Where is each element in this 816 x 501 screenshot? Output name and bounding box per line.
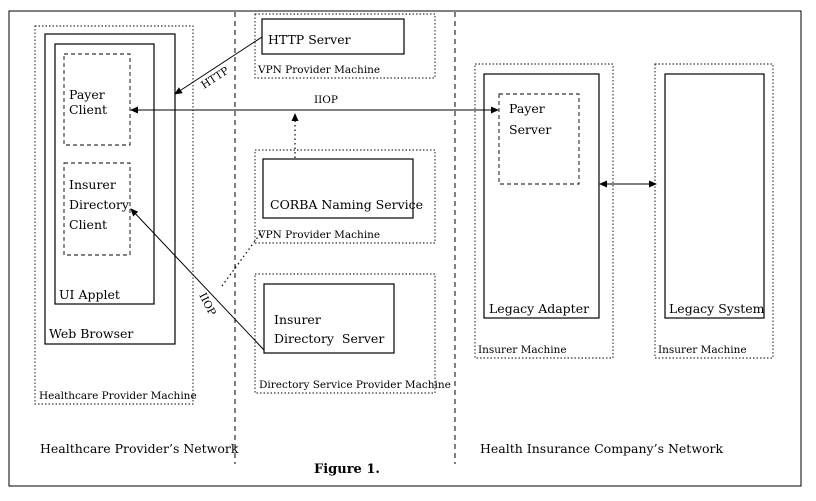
insurer-directory-client-label-1: Insurer <box>69 177 116 192</box>
insurer-directory-server-label-2: Directory Server <box>274 331 384 346</box>
vpn-provider-machine-top <box>254 13 436 79</box>
payer-server-label-2: Server <box>509 122 551 137</box>
payer-server-label-1: Payer <box>509 101 545 116</box>
payer-client-label-2: Client <box>69 102 107 117</box>
payer-client-box <box>63 53 131 146</box>
http-edge <box>174 36 263 95</box>
insurer-machine-2-label: Insurer Machine <box>658 344 747 356</box>
legacy-adapter-label: Legacy Adapter <box>489 301 589 316</box>
insurer-directory-server-box <box>263 283 395 354</box>
web-browser-box <box>44 33 176 345</box>
http-server-label: HTTP Server <box>268 32 351 47</box>
insurance-network-label: Health Insurance Company’s Network <box>480 441 724 456</box>
vpn-provider-machine-top-label: VPN Provider Machine <box>257 64 380 76</box>
corba-naming-service-label: CORBA Naming Service <box>270 197 423 212</box>
insurer-machine-1 <box>474 63 614 359</box>
healthcare-provider-machine-label: Healthcare Provider Machine <box>39 390 197 402</box>
insurer-directory-client-label-3: Client <box>69 217 107 232</box>
corba-naming-service-box <box>262 158 414 219</box>
payer-client-label-1: Payer <box>69 87 105 102</box>
payer-server-box <box>498 93 580 185</box>
insurer-machine-2 <box>654 63 774 359</box>
http-server-box <box>261 18 405 55</box>
iiop-main-edge-label: IIOP <box>314 94 338 106</box>
vpn-provider-machine-mid-label: VPN Provider Machine <box>257 229 380 241</box>
ui-applet-box <box>54 43 155 305</box>
figure-frame <box>8 10 802 487</box>
http-edge-label: HTTP <box>199 65 231 92</box>
legacy-system-box <box>664 73 765 319</box>
web-browser-label: Web Browser <box>49 326 133 341</box>
directory-service-provider-machine <box>254 273 436 394</box>
figure-caption: Figure 1. <box>314 462 380 477</box>
insurer-directory-client-label-2: Directory <box>69 197 130 212</box>
legacy-adapter-box <box>483 73 600 319</box>
healthcare-network-label: Healthcare Provider’s Network <box>40 441 239 456</box>
legacy-system-label: Legacy System <box>669 301 765 316</box>
insurer-directory-client-box <box>63 162 131 256</box>
directory-registration-edge <box>221 229 264 287</box>
iiop-directory-edge <box>130 208 265 351</box>
iiop-directory-edge-label: IIOP <box>196 291 218 318</box>
ui-applet-label: UI Applet <box>59 287 120 302</box>
insurer-machine-1-label: Insurer Machine <box>478 344 567 356</box>
directory-service-provider-machine-label: Directory Service Provider Machine <box>259 379 451 391</box>
insurer-directory-server-label-1: Insurer <box>274 312 321 327</box>
healthcare-provider-machine <box>34 25 194 405</box>
